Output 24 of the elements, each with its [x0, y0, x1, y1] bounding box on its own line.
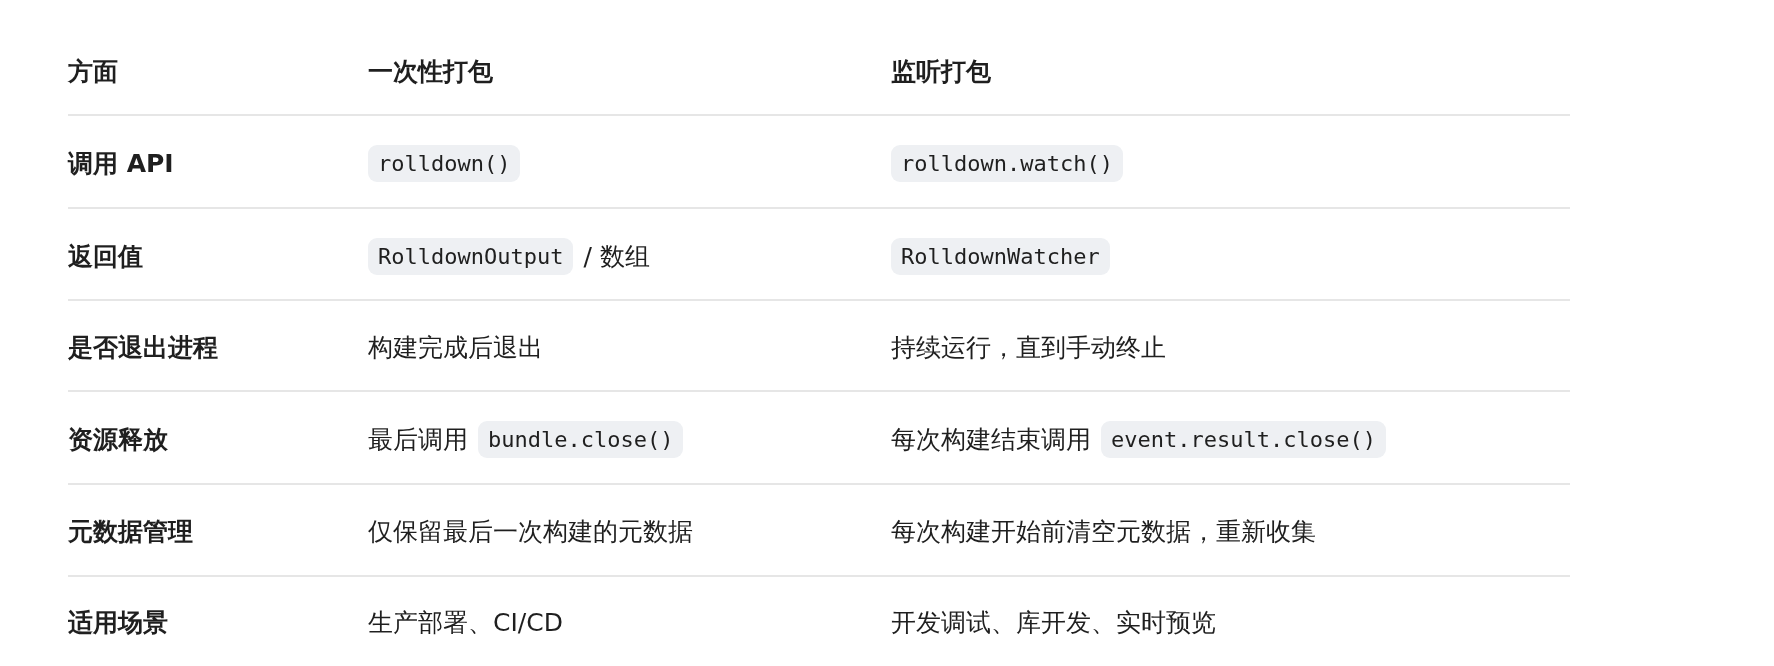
cell-text: 开发调试、库开发、实时预览 [891, 606, 1216, 639]
cell-text: / 数组 [583, 240, 650, 273]
row-header: 元数据管理 [68, 515, 193, 548]
cell-text: 构建完成后退出 [368, 331, 543, 364]
cell-text: 仅保留最后一次构建的元数据 [368, 515, 693, 548]
row-header: 是否退出进程 [68, 331, 218, 364]
cell-text: 最后调用 [368, 423, 468, 456]
code-snippet: bundle.close() [478, 420, 684, 458]
column-header: 方面 [68, 55, 118, 88]
cell-text: 每次构建开始前清空元数据，重新收集 [891, 515, 1316, 548]
code-snippet: rolldown.watch() [891, 144, 1123, 182]
column-header: 一次性打包 [368, 55, 493, 88]
row-header: 调用 API [68, 147, 174, 180]
cell-text: 持续运行，直到手动终止 [891, 331, 1166, 364]
cell-text: 生产部署、CI/CD [368, 606, 563, 639]
column-header: 监听打包 [891, 55, 991, 88]
cell-text: 每次构建结束调用 [891, 423, 1091, 456]
row-header: 适用场景 [68, 606, 168, 639]
code-snippet: event.result.close() [1101, 420, 1386, 458]
code-snippet: rolldown() [368, 144, 521, 182]
row-header: 返回值 [68, 240, 143, 273]
row-header: 资源释放 [68, 423, 168, 456]
code-snippet: RolldownOutput [368, 237, 574, 275]
code-snippet: RolldownWatcher [891, 237, 1110, 275]
